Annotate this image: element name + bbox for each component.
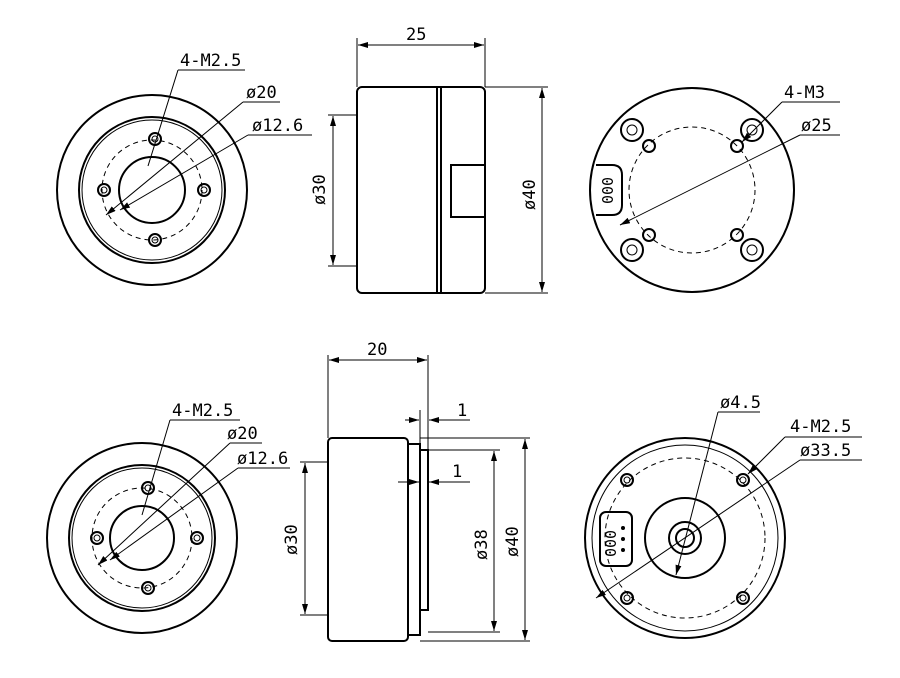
pcd-diameter-label: ø25 <box>801 116 832 136</box>
inner-diameter-label: ø12.6 <box>252 116 303 136</box>
bolt-hole <box>730 228 744 242</box>
top-rear-view: 000 4-M3 ø25 <box>589 83 840 293</box>
gap-mid-label: 1 <box>452 462 462 482</box>
bolt-hole <box>97 183 111 197</box>
length-label: 25 <box>406 25 426 45</box>
small-diameter-label: ø30 <box>310 174 330 205</box>
length-label: 20 <box>367 340 387 360</box>
outer-diameter-label: ø20 <box>227 424 258 444</box>
gap-top-label: 1 <box>457 401 467 421</box>
connector-label: 000 <box>602 530 620 557</box>
bolt-hole <box>190 531 204 545</box>
mount-boss <box>620 238 644 262</box>
mid-diameter-label: ø38 <box>472 529 492 560</box>
bolt-hole <box>620 473 634 487</box>
hole-diameter-label: ø4.5 <box>720 393 761 413</box>
thread-label: 4-M2.5 <box>790 417 851 437</box>
bolt-hole <box>197 183 211 197</box>
large-diameter-label: ø40 <box>520 179 540 210</box>
bolt-hole <box>736 473 750 487</box>
bottom-front-view: 4-M2.5 ø20 ø12.6 <box>46 401 290 634</box>
thread-label: 4-M2.5 <box>180 51 241 71</box>
top-side-view: ø30 ø40 25 <box>310 25 548 294</box>
thread-label: 4-M2.5 <box>172 401 233 421</box>
bolt-hole <box>141 581 155 595</box>
small-diameter-label: ø30 <box>282 524 302 555</box>
bolt-hole <box>642 139 656 153</box>
inner-diameter-label: ø12.6 <box>237 449 288 469</box>
bottom-side-view: ø30 20 1 1 ø38 ø40 <box>282 340 530 642</box>
bolt-hole <box>736 591 750 605</box>
pcd-diameter-label: ø33.5 <box>800 441 851 461</box>
bottom-rear-view: 000 ø4.5 4-M2.5 ø33.5 <box>584 393 862 639</box>
bolt-hole <box>730 139 744 153</box>
outer-diameter-label: ø20 <box>246 83 277 103</box>
large-diameter-label: ø40 <box>503 526 523 557</box>
mount-boss <box>620 118 644 142</box>
mount-boss <box>740 118 764 142</box>
connector-housing <box>596 164 623 216</box>
bolt-hole <box>642 228 656 242</box>
bolt-hole <box>90 531 104 545</box>
mount-boss <box>740 238 764 262</box>
bolt-hole <box>148 233 162 247</box>
connector-label: 000 <box>599 177 617 204</box>
thread-label: 4-M3 <box>784 83 825 103</box>
bolt-hole <box>620 591 634 605</box>
connector-housing <box>599 511 633 567</box>
top-front-view: 4-M2.5 ø20 ø12.6 <box>56 51 312 286</box>
